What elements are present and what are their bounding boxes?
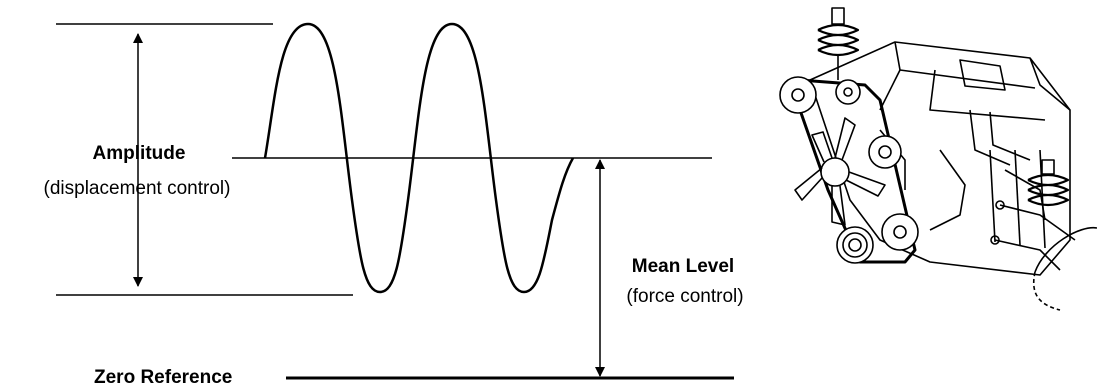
amplitude-label: Amplitude [92,143,186,164]
mean-level-label: Mean Level [631,256,735,277]
amplitude-sublabel: (displacement control) [43,178,231,199]
sine-wave [263,22,575,294]
mean-level-sublabel: (force control) [626,286,744,307]
zero-reference-label: Zero Reference [94,367,233,388]
engine-illustration [779,7,1097,311]
